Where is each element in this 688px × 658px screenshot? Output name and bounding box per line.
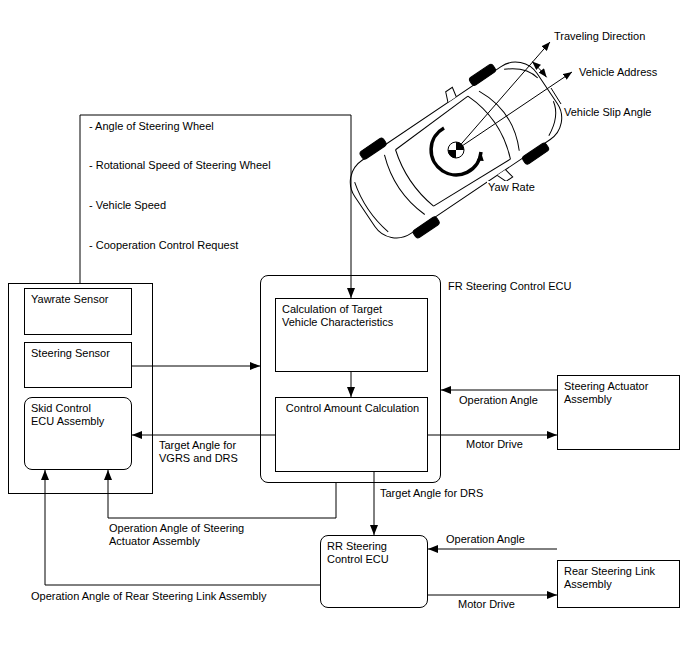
signal-arrow — [441, 390, 557, 391]
module-housing: Yawrate SensorSteering SensorSkid Contro… — [8, 283, 153, 494]
edge-label: Operation Angle of Rear Steering Link As… — [30, 590, 267, 603]
node-label: Steering Actuator Assembly — [564, 380, 675, 406]
ecu-box: RR Steering Control ECU — [320, 535, 428, 608]
motion-vectors — [431, 42, 572, 175]
signal-arrow — [132, 366, 260, 367]
process-box: Control Amount Calculation — [275, 397, 428, 472]
signal-arrow — [45, 470, 320, 585]
sensor-box: Yawrate Sensor — [24, 288, 132, 335]
signal-label: - Cooperation Control Request — [88, 239, 239, 252]
signal-label: - Angle of Steering Wheel — [88, 120, 215, 133]
node-label: Calculation of Target Vehicle Characteri… — [282, 303, 410, 329]
signal-arrow — [108, 470, 336, 518]
edge-label: Motor Drive — [457, 598, 516, 611]
signal-arrow — [374, 472, 375, 535]
illustration-label: Traveling Direction — [553, 30, 646, 43]
signal-arrow — [132, 435, 275, 436]
node-label: Steering Sensor — [31, 347, 127, 360]
signal-arrow — [428, 549, 557, 550]
node-heading: FR Steering Control ECU — [448, 280, 572, 293]
edge-label: Operation Angle of Steering Actuator Ass… — [108, 522, 270, 548]
signal-arrow — [351, 372, 352, 397]
signal-arrow — [80, 115, 351, 298]
edge-label: Operation Angle — [445, 533, 526, 546]
node-label: Yawrate Sensor — [31, 293, 127, 306]
node-label: Skid Control ECU Assembly — [31, 402, 109, 428]
process-box: Calculation of Target Vehicle Characteri… — [275, 298, 428, 372]
car-outline — [335, 44, 578, 257]
ecu-box: Skid Control ECU Assembly — [24, 397, 132, 470]
actuator-box: Steering Actuator Assembly — [557, 375, 680, 450]
actuator-box: Rear Steering Link Assembly — [557, 560, 680, 608]
edge-label: Target Angle for DRS — [379, 487, 484, 500]
illustration-label: Yaw Rate — [487, 181, 536, 194]
illustration-label: Vehicle Slip Angle — [563, 106, 652, 119]
signal-arrow — [428, 595, 557, 596]
edge-label: Target Angle for VGRS and DRS — [158, 439, 260, 465]
signal-label: - Vehicle Speed — [88, 199, 167, 212]
signal-arrow — [428, 435, 557, 436]
signal-label: - Rotational Speed of Steering Wheel — [88, 159, 272, 172]
node-label: Control Amount Calculation — [282, 402, 423, 415]
node-label: RR Steering Control ECU — [327, 540, 399, 566]
ecu-box: FR Steering Control ECUCalculation of Ta… — [260, 275, 441, 483]
sensor-box: Steering Sensor — [24, 342, 132, 388]
edge-label: Operation Angle — [458, 394, 539, 407]
illustration-label: Vehicle Address — [578, 66, 658, 79]
node-label: Rear Steering Link Assembly — [564, 565, 675, 591]
edge-label: Motor Drive — [465, 438, 524, 451]
